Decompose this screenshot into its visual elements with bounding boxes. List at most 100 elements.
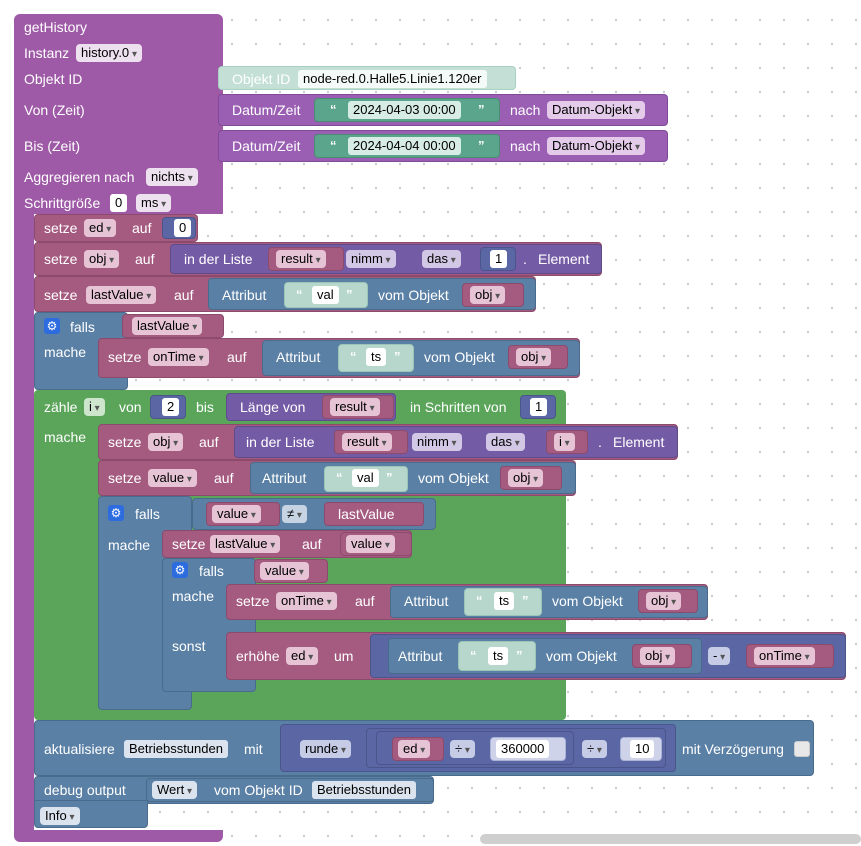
horizontal-scrollbar[interactable] — [480, 834, 861, 844]
var-obj-dropdown[interactable]: obj — [84, 250, 120, 268]
list-mode-dropdown[interactable]: nimm — [412, 433, 462, 451]
um-label: um — [334, 648, 354, 664]
var-ed-dropdown[interactable]: ed — [286, 647, 319, 665]
auf-label: auf — [199, 434, 219, 450]
list-where-dropdown[interactable]: das — [486, 433, 525, 451]
gear-icon[interactable]: ⚙ — [172, 562, 188, 578]
debug-level-dropdown[interactable]: Info — [40, 807, 80, 825]
in-der-liste-label: in der Liste — [184, 251, 253, 267]
state-betriebsstunden[interactable]: Betriebsstunden — [312, 781, 416, 799]
schrittgroesse-label: Schrittgröße — [24, 195, 101, 211]
attribut-label: Attribut — [398, 648, 443, 664]
var-obj-dropdown[interactable]: obj — [516, 348, 552, 366]
quote-close-icon: ” — [386, 470, 393, 485]
var-result-dropdown[interactable]: result — [342, 433, 392, 451]
debug-output-label: debug output — [44, 782, 126, 798]
var-ontime-dropdown[interactable]: onTime — [148, 348, 209, 366]
var-ontime-dropdown[interactable]: onTime — [754, 647, 815, 665]
vom-objekt-label: vom Objekt — [552, 593, 623, 609]
var-i-dropdown[interactable]: i — [84, 398, 105, 416]
quote-close-icon: ” — [516, 648, 523, 663]
von-zeit-label: Von (Zeit) — [24, 102, 85, 118]
objekt-id-prefix: Objekt ID — [232, 71, 291, 87]
vom-objekt-label: vom Objekt — [424, 349, 495, 365]
von-nach-dropdown[interactable]: Datum-Objekt — [547, 101, 646, 119]
quote-open-icon: “ — [476, 593, 483, 608]
element-label: Element — [538, 251, 590, 267]
var-lastvalue-dropdown[interactable]: lastValue — [86, 286, 157, 304]
setze-label: setze — [172, 536, 206, 552]
var-ed-dropdown[interactable]: ed — [84, 219, 117, 237]
falls-label: falls — [199, 563, 224, 579]
number-1-input[interactable]: 1 — [490, 250, 508, 268]
var-value-dropdown[interactable]: value — [148, 469, 197, 487]
var-obj-dropdown[interactable]: obj — [640, 647, 676, 665]
objekt-id-label: Objekt ID — [24, 71, 83, 87]
mache-label: mache — [108, 537, 151, 553]
var-result-dropdown[interactable]: result — [276, 250, 326, 268]
var-ontime-dropdown[interactable]: onTime — [276, 592, 337, 610]
var-value-dropdown[interactable]: value — [260, 562, 309, 580]
var-ed-dropdown[interactable]: ed — [398, 740, 431, 758]
schrittgroesse-input[interactable]: 0 — [110, 194, 128, 212]
text-ts-input[interactable]: ts — [366, 348, 387, 366]
number-2-input[interactable]: 2 — [162, 398, 180, 416]
var-value-dropdown[interactable]: value — [212, 505, 261, 523]
var-result-dropdown[interactable]: result — [330, 398, 380, 416]
bis-nach-dropdown[interactable]: Datum-Objekt — [547, 137, 646, 155]
number-360000-input[interactable]: 360000 — [496, 740, 550, 758]
number-10-input[interactable]: 10 — [630, 740, 655, 758]
gear-icon[interactable]: ⚙ — [44, 318, 60, 334]
von-datumzeit-label: Datum/Zeit — [232, 102, 301, 118]
auf-label: auf — [355, 593, 375, 609]
quote-open-icon: “ — [336, 470, 343, 485]
bis-date-input[interactable]: 2024-04-04 00:00 — [348, 137, 461, 155]
var-lastvalue-dropdown[interactable]: lastValue — [132, 317, 203, 335]
var-obj-dropdown[interactable]: obj — [470, 286, 506, 304]
var-obj-dropdown[interactable]: obj — [508, 469, 544, 487]
dot-label: . — [598, 434, 602, 450]
setze-label: setze — [44, 251, 78, 267]
list-where-dropdown[interactable]: das — [422, 250, 461, 268]
text-val-input[interactable]: val — [312, 286, 339, 304]
var-lastvalue-block[interactable] — [324, 502, 424, 526]
var-obj-dropdown[interactable]: obj — [148, 433, 184, 451]
value-type-dropdown[interactable]: Wert — [152, 781, 198, 799]
var-lastvalue-dropdown[interactable]: lastValue — [210, 535, 281, 553]
number-1-input[interactable]: 1 — [530, 398, 548, 416]
instanz-dropdown[interactable]: history.0 — [76, 44, 142, 62]
number-0-input[interactable]: 0 — [174, 219, 192, 237]
gear-icon[interactable]: ⚙ — [108, 505, 124, 521]
function-block-spine — [14, 200, 34, 840]
mache-label: mache — [44, 429, 87, 445]
delay-checkbox[interactable] — [794, 741, 810, 757]
schrittgroesse-unit-dropdown[interactable]: ms — [136, 194, 172, 212]
objekt-id-value[interactable]: node-red.0.Halle5.Linie1.120er — [298, 70, 487, 88]
vom-objekt-label: vom Objekt — [418, 470, 489, 486]
text-ts-input[interactable]: ts — [494, 592, 515, 610]
setze-label: setze — [108, 470, 142, 486]
text-val-input[interactable]: val — [352, 469, 379, 487]
aggregieren-dropdown[interactable]: nichts — [146, 168, 198, 186]
var-i-dropdown[interactable]: i — [554, 433, 575, 451]
mache-label: mache — [172, 588, 215, 604]
aktualisiere-label: aktualisiere — [44, 741, 115, 757]
operator-neq-dropdown[interactable]: ≠ — [282, 505, 307, 523]
auf-label: auf — [135, 251, 155, 267]
round-mode-dropdown[interactable]: runde — [300, 740, 352, 758]
var-obj-dropdown[interactable]: obj — [646, 592, 682, 610]
setze-label: setze — [44, 220, 78, 236]
text-ts-input[interactable]: ts — [488, 647, 509, 665]
auf-label: auf — [227, 349, 247, 365]
operator-minus-dropdown[interactable]: - — [708, 647, 731, 665]
var-value-dropdown[interactable]: value — [346, 535, 395, 553]
instanz-label: Instanz — [24, 45, 70, 61]
quote-open-icon: “ — [470, 648, 477, 663]
list-mode-dropdown[interactable]: nimm — [346, 250, 396, 268]
operator-div-dropdown[interactable]: ÷ — [450, 740, 475, 758]
operator-div-dropdown[interactable]: ÷ — [582, 740, 607, 758]
quote-open-icon: “ — [330, 138, 337, 153]
von-date-input[interactable]: 2024-04-03 00:00 — [348, 101, 461, 119]
state-betriebsstunden[interactable]: Betriebsstunden — [124, 740, 228, 758]
attribut-label: Attribut — [262, 470, 307, 486]
